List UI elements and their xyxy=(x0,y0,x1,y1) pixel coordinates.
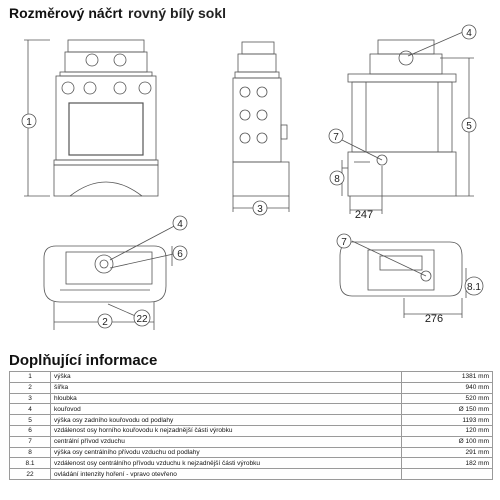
row-description: ovládání intenzity hoření - vpravo otevř… xyxy=(50,468,402,480)
dim-22-label: 22 xyxy=(136,314,148,325)
row-value: 1193 mm xyxy=(401,414,493,426)
row-description: vzdálenost osy centrálního přívodu vzduc… xyxy=(50,457,402,470)
back-view xyxy=(341,39,474,214)
dim-6-label: 6 xyxy=(177,249,183,260)
row-value: 120 mm xyxy=(401,424,493,437)
row-number: 22 xyxy=(9,468,51,480)
row-number: 1 xyxy=(9,371,51,383)
side-view xyxy=(232,41,290,212)
row-number: 4 xyxy=(9,403,51,416)
info-title: Doplňující informace xyxy=(9,352,158,369)
row-value: Ø 100 mm xyxy=(401,435,493,448)
row-value: 182 mm xyxy=(401,457,493,470)
bottom-view xyxy=(339,241,467,318)
dim-3-label: 3 xyxy=(257,204,263,215)
page-title: Rozměrový náčrt xyxy=(9,5,123,21)
dim-1-label: 1 xyxy=(26,117,32,128)
dim-5-label: 5 xyxy=(466,121,472,132)
dim-2-label: 2 xyxy=(102,317,108,328)
row-description: vzdálenost osy horního kouřovodu k nejza… xyxy=(50,424,402,437)
row-number: 8.1 xyxy=(9,457,51,470)
row-value: 520 mm xyxy=(401,392,493,405)
row-number: 2 xyxy=(9,381,51,394)
dim-4-back-label: 4 xyxy=(466,28,472,39)
row-description: kouřovod xyxy=(50,403,402,416)
row-description: výška xyxy=(50,371,402,383)
row-description: hloubka xyxy=(50,392,402,405)
row-number: 8 xyxy=(9,446,51,459)
row-value xyxy=(401,468,493,480)
row-description: výška osy centrálního přívodu vzduchu od… xyxy=(50,446,402,459)
front-view xyxy=(24,39,159,197)
dim-4-top-label: 4 xyxy=(177,219,183,230)
dim-276-label: 276 xyxy=(425,313,443,325)
dim-8-1-label: 8.1 xyxy=(467,282,481,293)
row-number: 6 xyxy=(9,424,51,437)
dim-247-label: 247 xyxy=(355,209,373,221)
dim-7-back-label: 7 xyxy=(333,132,339,143)
technical-drawings: 1 3 2 4 6 22 4 5 7 8 247 7 8.1 276 xyxy=(21,24,484,330)
row-number: 3 xyxy=(9,392,51,405)
row-value: Ø 150 mm xyxy=(401,403,493,416)
row-value: 291 mm xyxy=(401,446,493,459)
dim-8-label: 8 xyxy=(334,174,340,185)
row-description: výška osy zadního kouřovodu od podlahy xyxy=(50,414,402,426)
dim-7-bottom-label: 7 xyxy=(341,237,347,248)
row-description: centrální přívod vzduchu xyxy=(50,435,402,448)
row-value: 1381 mm xyxy=(401,371,493,383)
row-description: šířka xyxy=(50,381,402,394)
row-number: 5 xyxy=(9,414,51,426)
page-subtitle: rovný bílý sokl xyxy=(128,5,227,21)
row-number: 7 xyxy=(9,435,51,448)
row-value: 940 mm xyxy=(401,381,493,394)
